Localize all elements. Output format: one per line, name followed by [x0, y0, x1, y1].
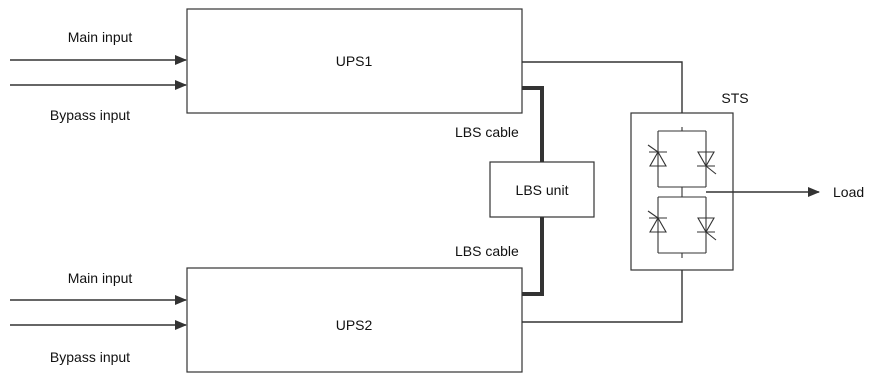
thyristor-icon	[697, 217, 717, 241]
lbs-unit-label: LBS unit	[516, 182, 569, 198]
ups2-bypass-input-label: Bypass input	[50, 349, 130, 365]
ups2-name: UPS2	[336, 317, 373, 333]
load-label: Load	[833, 184, 864, 200]
ups1-box	[186, 8, 523, 114]
thyristor-icon	[647, 210, 667, 233]
sts-thyristor-pair-lower	[647, 196, 717, 258]
ups1-bypass-input-label: Bypass input	[50, 107, 130, 123]
ups1-name: UPS1	[336, 53, 373, 69]
ups1-output-wire	[522, 61, 683, 113]
lbs-unit-box	[489, 161, 595, 218]
thyristor-icon	[697, 151, 717, 175]
sts-thyristor-pair-upper	[647, 127, 717, 197]
ups1-main-input-label: Main input	[68, 29, 133, 45]
thyristor-icon	[647, 144, 667, 167]
lbs-cable-top-label: LBS cable	[455, 124, 519, 140]
lbs-cable-bottom-label: LBS cable	[455, 243, 519, 259]
ups2-main-input-label: Main input	[68, 270, 133, 286]
ups2-box	[186, 267, 523, 373]
ups2-output-wire	[522, 270, 683, 323]
lbs-cable-bottom	[522, 217, 544, 296]
sts-label: STS	[721, 90, 748, 106]
lbs-cable-top	[522, 86, 544, 162]
